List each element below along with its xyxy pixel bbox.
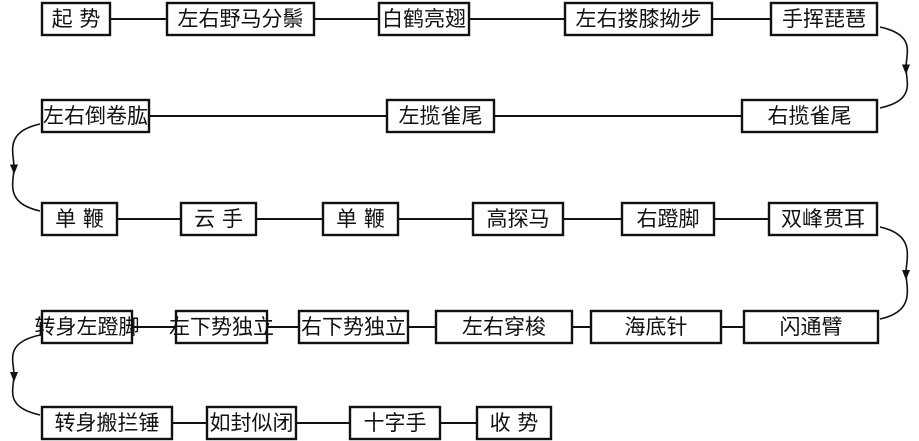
- step-box: [40, 405, 174, 441]
- step-node: 单 鞭: [321, 201, 400, 237]
- step-box: [471, 201, 565, 237]
- arrow-down-icon: [902, 270, 910, 280]
- step-label: 海底针: [625, 315, 688, 339]
- arrow-down-icon: [10, 372, 18, 382]
- step-node: 十字手: [348, 405, 442, 441]
- step-node: 手挥琵琶: [769, 1, 879, 37]
- step-label: 左下势独立: [169, 315, 274, 339]
- step-node: 转身左蹬脚: [35, 309, 140, 345]
- step-box: [40, 1, 112, 37]
- step-label: 右蹬脚: [637, 207, 700, 231]
- step-box: [563, 1, 714, 37]
- step-node: 云 手: [179, 201, 258, 237]
- step-box: [385, 98, 496, 134]
- step-box: [205, 405, 298, 441]
- step-box: [475, 405, 553, 441]
- step-box: [40, 309, 134, 345]
- step-box: [769, 1, 879, 37]
- step-label: 转身左蹬脚: [35, 315, 140, 339]
- step-node: 高探马: [471, 201, 565, 237]
- step-label: 闪通臂: [780, 315, 843, 339]
- step-box: [377, 1, 471, 37]
- step-box: [348, 405, 442, 441]
- arrow-down-icon: [10, 164, 18, 175]
- step-label: 双峰贯耳: [781, 207, 865, 231]
- step-label: 云 手: [194, 207, 243, 231]
- step-node: 左右穿梭: [434, 309, 574, 345]
- step-node: 海底针: [589, 309, 723, 345]
- step-label: 左右倒卷肱: [43, 104, 148, 128]
- step-node: 右蹬脚: [620, 201, 716, 237]
- step-label: 转身搬拦锤: [55, 411, 160, 435]
- step-label: 单 鞭: [336, 207, 385, 231]
- step-label: 收 势: [490, 411, 539, 435]
- step-label: 白鹤亮翅: [382, 7, 466, 31]
- step-label: 起 势: [52, 7, 101, 31]
- step-box: [179, 201, 258, 237]
- step-label: 左右穿梭: [462, 315, 546, 339]
- step-box: [321, 201, 400, 237]
- step-node: 双峰贯耳: [767, 201, 879, 237]
- step-node: 左右搂膝拗步: [563, 1, 714, 37]
- step-label: 如封似闭: [210, 411, 294, 435]
- step-node: 单 鞭: [40, 201, 119, 237]
- step-node: 右揽雀尾: [740, 98, 879, 134]
- step-box: [434, 309, 574, 345]
- step-node: 左右野马分鬃: [165, 1, 316, 37]
- step-box: [767, 201, 879, 237]
- step-box: [40, 98, 151, 134]
- step-node: 收 势: [475, 405, 553, 441]
- step-node: 如封似闭: [205, 405, 298, 441]
- step-label: 右揽雀尾: [768, 104, 852, 128]
- step-label: 十字手: [364, 411, 427, 435]
- step-label: 左右野马分鬃: [178, 7, 304, 31]
- arrow-down-icon: [902, 64, 910, 75]
- step-node: 白鹤亮翅: [377, 1, 471, 37]
- step-label: 手挥琵琶: [782, 7, 866, 31]
- step-box: [742, 309, 880, 345]
- step-box: [740, 98, 879, 134]
- step-node: 右下势独立: [297, 309, 410, 345]
- step-box: [174, 309, 269, 345]
- step-box: [297, 309, 410, 345]
- step-label: 单 鞭: [55, 207, 104, 231]
- step-box: [620, 201, 716, 237]
- step-label: 左揽雀尾: [399, 104, 483, 128]
- step-box: [40, 201, 119, 237]
- step-node: 闪通臂: [742, 309, 880, 345]
- step-node: 左下势独立: [169, 309, 274, 345]
- step-box: [589, 309, 723, 345]
- step-box: [165, 1, 316, 37]
- step-label: 左右搂膝拗步: [576, 7, 702, 31]
- step-node: 左揽雀尾: [385, 98, 496, 134]
- step-node: 起 势: [40, 1, 112, 37]
- step-node: 转身搬拦锤: [40, 405, 174, 441]
- step-label: 右下势独立: [301, 315, 406, 339]
- step-node: 左右倒卷肱: [40, 98, 151, 134]
- step-label: 高探马: [487, 207, 550, 231]
